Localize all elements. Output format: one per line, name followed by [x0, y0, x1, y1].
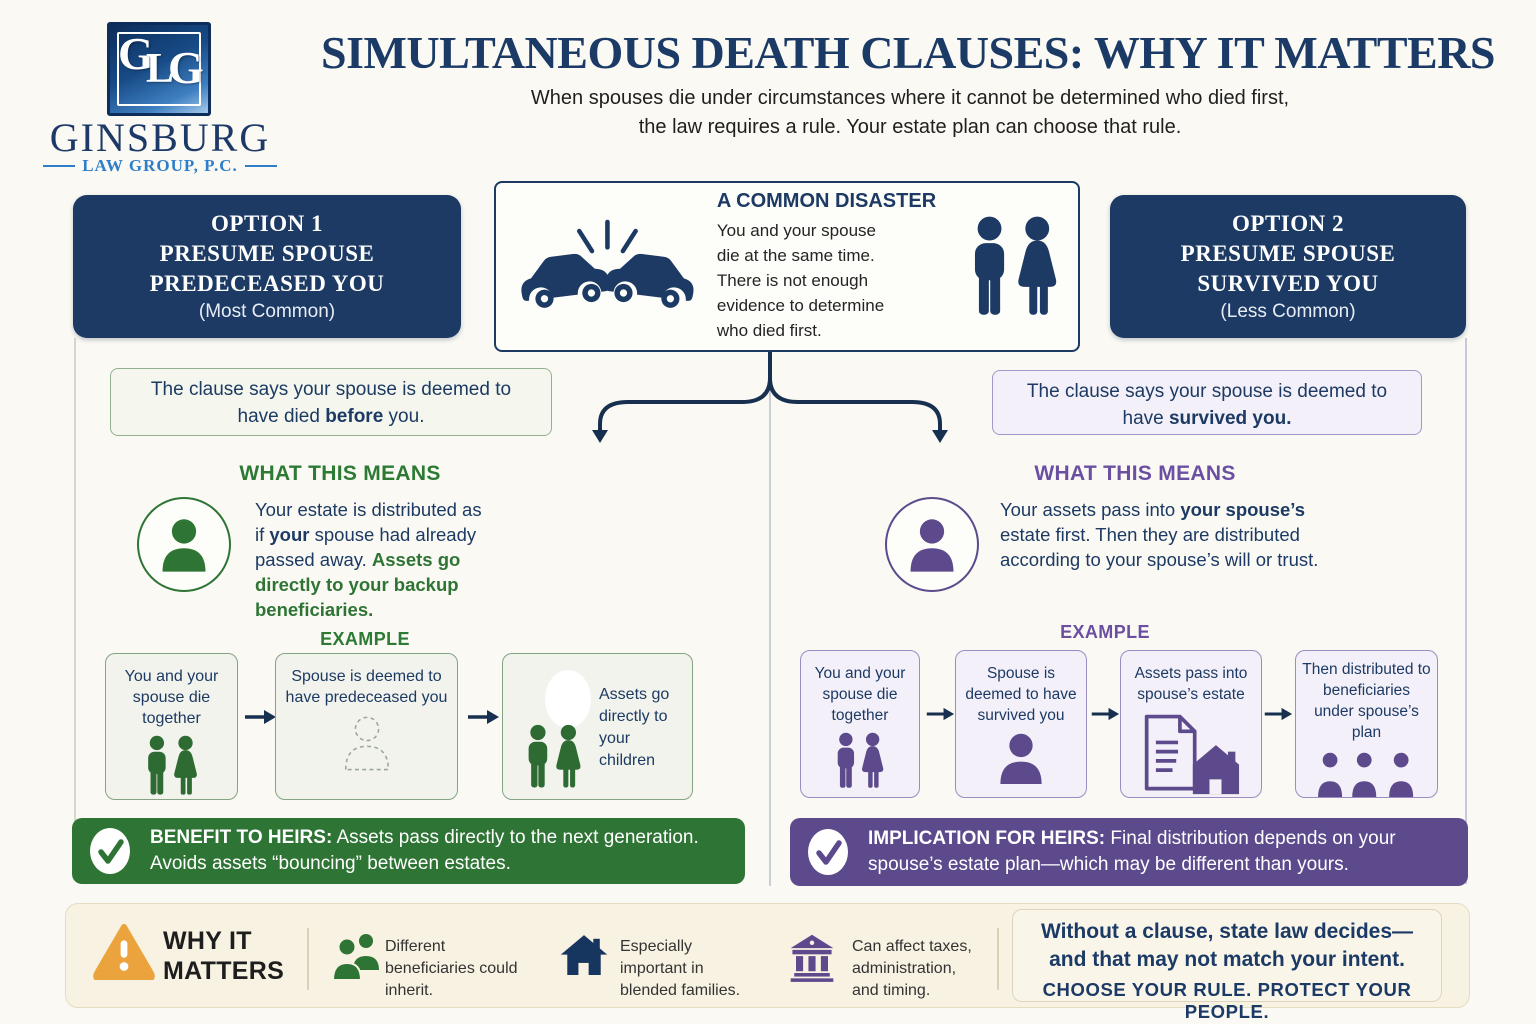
closing-line-2: and that may not match your intent. [1049, 948, 1405, 971]
right-step-4: Then distributed to beneficiaries under … [1295, 650, 1438, 798]
option1-line1: OPTION 1 [211, 211, 323, 236]
logo-letter-g1: G [118, 28, 154, 79]
benefit-bar: BENEFIT TO HEIRS: Assets pass directly t… [72, 818, 745, 884]
flow-arrow-icon [1090, 705, 1120, 723]
disaster-line: die at the same time. [716, 246, 875, 265]
firm-logo: G L G [107, 22, 211, 116]
page-subtitle: When spouses die under circumstances whe… [380, 84, 1440, 142]
couple-icon [807, 732, 913, 790]
disaster-heading: A COMMON DISASTER [716, 190, 937, 212]
clause-right-line1: The clause says your spouse is deemed to [1026, 381, 1388, 402]
bank-icon [788, 932, 836, 982]
flow-arrow-icon [925, 705, 955, 723]
tagline-text: LAW GROUP, P.C. [82, 156, 238, 175]
left-means-heading: WHAT THIS MEANS [239, 462, 441, 485]
right-step-1-label: You and your spouse die together [814, 665, 906, 724]
check-icon [806, 828, 850, 876]
check-icon [88, 827, 132, 875]
house-icon [558, 932, 610, 979]
option1-line2: PRESUME SPOUSE [159, 241, 375, 266]
disaster-line: There is not enough [716, 271, 869, 290]
flow-arrow-icon [1263, 705, 1293, 723]
benefit-text: BENEFIT TO HEIRS: Assets pass directly t… [150, 827, 699, 874]
option2-line3: SURVIVED YOU [1197, 271, 1379, 296]
white-blob [545, 670, 591, 728]
why-it-matters-title: WHY IT MATTERS [163, 927, 285, 985]
footer-item-2-text: Especially important in blended families… [620, 938, 741, 999]
firm-name: GINSBURG [49, 115, 271, 160]
right-step-3-label: Assets pass into spouse’s estate [1134, 665, 1248, 703]
tagline-dash-right [244, 164, 277, 168]
left-step-3: Assets go directly to your children [502, 653, 693, 800]
option2-note: (Less Common) [1220, 301, 1356, 322]
person-icon [962, 732, 1080, 784]
flow-arrow-icon [243, 708, 277, 726]
right-step-2: Spouse is deemed to have survived you [955, 650, 1087, 798]
left-means-text: Your estate is distributed as if your sp… [255, 499, 482, 620]
tagline-dash-left [43, 164, 76, 168]
closing-cta: CHOOSE YOUR RULE. PROTECT YOUR PEOPLE. [1042, 979, 1412, 1022]
couple-icon [967, 213, 1062, 321]
right-step-3: Assets pass into spouse’s estate [1120, 650, 1262, 798]
logo-letter-g2: G [168, 42, 204, 93]
clause-right-box: The clause says your spouse is deemed to… [992, 370, 1422, 435]
couple-icon [112, 735, 231, 797]
clause-left-line1: The clause says your spouse is deemed to [150, 379, 512, 400]
left-step-2-label: Spouse is deemed to have predeceased you [285, 668, 448, 706]
clause-right-line2: have survived you. [1122, 408, 1292, 429]
subtitle-line-1: When spouses die under circumstances whe… [530, 87, 1290, 109]
warning-icon [92, 922, 156, 980]
right-person-icon [885, 497, 979, 592]
left-step-2: Spouse is deemed to have predeceased you [275, 653, 458, 800]
implication-text: IMPLICATION FOR HEIRS: Final distributio… [868, 828, 1396, 875]
right-step-2-label: Spouse is deemed to have survived you [965, 665, 1077, 724]
right-example-label: EXAMPLE [1060, 622, 1150, 642]
left-step-1: You and your spouse die together [105, 653, 238, 800]
left-step-1-label: You and your spouse die together [124, 668, 219, 727]
disaster-line: evidence to determine [716, 296, 885, 315]
left-step-3-label: Assets go directly to your children [599, 686, 670, 769]
implication-bar: IMPLICATION FOR HEIRS: Final distributio… [790, 818, 1468, 886]
flow-arrow-icon [466, 708, 500, 726]
closing-message-box: Without a clause, state law decides— and… [1012, 909, 1442, 1022]
right-step-4-label: Then distributed to beneficiaries under … [1302, 661, 1431, 741]
clause-left-line2: have died before you. [237, 406, 425, 427]
common-disaster-box: A COMMON DISASTER You and your spouse di… [494, 181, 1080, 352]
clause-left-box: The clause says your spouse is deemed to… [110, 368, 552, 436]
car-crash-icon [512, 215, 703, 318]
disaster-text: A COMMON DISASTER You and your spouse di… [717, 190, 953, 343]
logo-inner-border [117, 32, 201, 106]
beneficiaries-icon [1302, 749, 1431, 797]
footer-item-1-text: Different beneficiaries could inherit. [385, 938, 518, 999]
disaster-line: who died first. [716, 321, 822, 340]
document-house-icon [1127, 711, 1255, 796]
couple-icon [523, 724, 585, 790]
left-person-icon [137, 497, 231, 592]
footer-divider [997, 928, 999, 990]
right-step-1: You and your spouse die together [800, 650, 920, 798]
option1-line3: PREDECEASED YOU [149, 271, 385, 296]
right-means-heading: WHAT THIS MEANS [1034, 462, 1236, 485]
left-example-label: EXAMPLE [320, 629, 410, 649]
option2-line2: PRESUME SPOUSE [1180, 241, 1396, 266]
option1-note: (Most Common) [198, 301, 336, 322]
firm-tagline: LAW GROUP, P.C. [40, 156, 280, 176]
option1-box: OPTION 1 PRESUME SPOUSE PREDECEASED YOU … [73, 195, 461, 338]
left-step-3-icons [511, 662, 599, 791]
dashed-person-icon [282, 714, 451, 771]
page-title: SIMULTANEOUS DEATH CLAUSES: WHY IT MATTE… [320, 27, 1496, 78]
logo-letter-l: L [146, 46, 175, 92]
disaster-line: You and your spouse [716, 221, 876, 240]
subtitle-line-2: the law requires a rule. Your estate pla… [638, 116, 1182, 138]
closing-line-1: Without a clause, state law decides— [1040, 920, 1414, 943]
footer-divider [307, 928, 309, 990]
right-means-text: Your assets pass into your spouse’s esta… [1000, 499, 1319, 570]
option2-line1: OPTION 2 [1232, 211, 1344, 236]
beneficiaries-people-icon [332, 932, 384, 980]
option2-box: OPTION 2 PRESUME SPOUSE SURVIVED YOU (Le… [1110, 195, 1466, 338]
footer-item-3-text: Can affect taxes, administration, and ti… [852, 938, 972, 999]
